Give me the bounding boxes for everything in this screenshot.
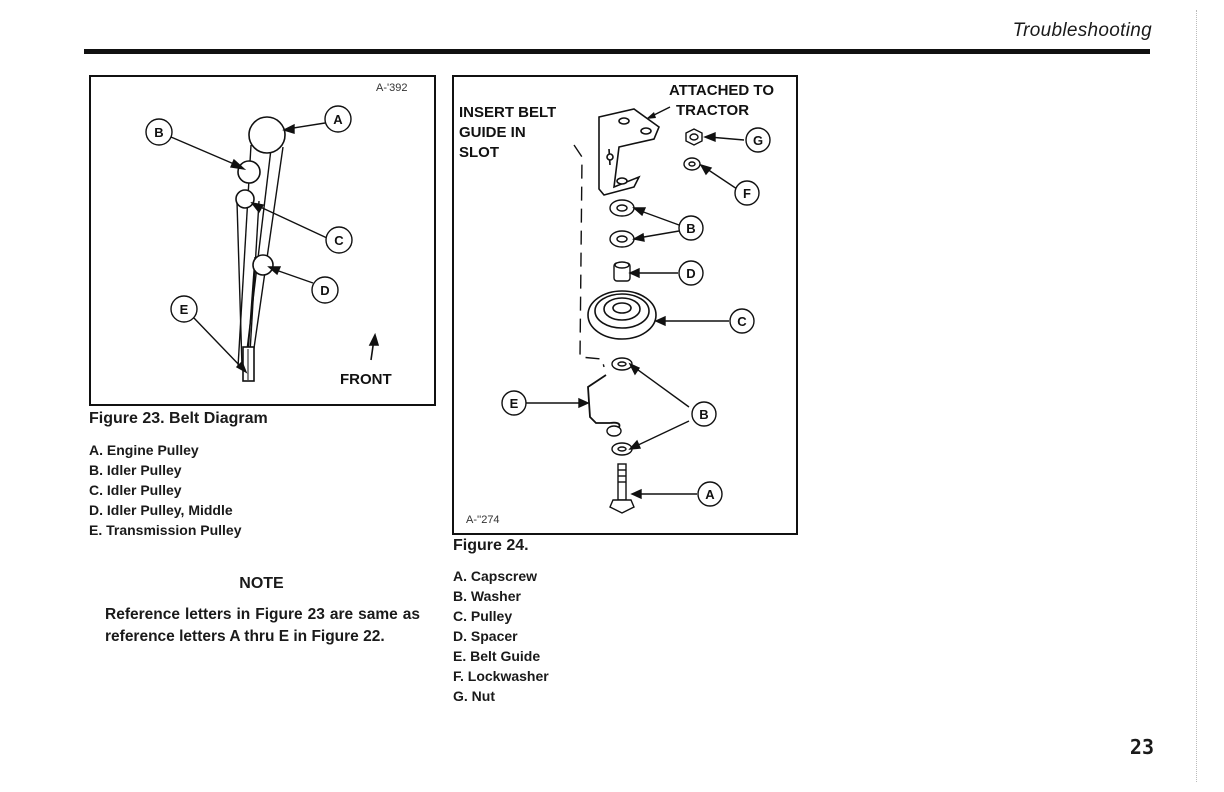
belt-diagram-illustration: A-'392: [145, 82, 407, 388]
svg-text:B: B: [154, 125, 163, 140]
header-rule: [84, 49, 1150, 54]
legend-item: D. Idler Pulley, Middle: [89, 502, 233, 518]
callout-c: C: [729, 308, 755, 334]
idler-pulley-b: [237, 160, 261, 184]
svg-text:G: G: [753, 133, 763, 148]
belt-guide-part: [587, 374, 621, 432]
svg-text:A: A: [333, 112, 343, 127]
figure-23-caption: Figure 23. Belt Diagram: [89, 410, 268, 427]
page-edge: [1196, 10, 1197, 782]
figure-23-legend: A. Engine Pulley B. Idler Pulley C. Idle…: [89, 440, 242, 540]
front-arrow-icon: [368, 332, 380, 361]
capscrew-part: [609, 463, 635, 514]
callout-e: E: [501, 390, 527, 416]
svg-text:B: B: [699, 407, 708, 422]
attached-label-line-1: ATTACHED TO: [669, 82, 774, 99]
page-number: 23: [1129, 735, 1154, 759]
callout-b: B: [145, 118, 173, 146]
attached-label-line-2: TRACTOR: [676, 102, 749, 119]
figure-24-caption: Figure 24.: [453, 537, 529, 554]
callout-b-lower: B: [691, 401, 717, 427]
callout-e: E: [170, 295, 198, 323]
callout-d: D: [311, 276, 339, 304]
exploded-view-illustration: INSERT BELT GUIDE IN SLOT ATTACHED TO TR…: [459, 82, 774, 526]
pulley-part: [587, 290, 657, 340]
svg-text:F: F: [743, 186, 751, 201]
washer-upper-parts: [609, 199, 635, 248]
svg-text:C: C: [334, 233, 344, 248]
legend-item: C. Pulley: [453, 608, 513, 624]
legend-item: F. Lockwasher: [453, 668, 549, 684]
leader-lines: [170, 122, 328, 374]
callout-a: A: [324, 105, 352, 133]
insert-label-line-3: SLOT: [459, 144, 499, 161]
engine-pulley: [248, 116, 286, 154]
lockwasher-part: [683, 157, 701, 171]
figure-24-legend: A. Capscrew B. Washer C. Pulley D. Space…: [453, 566, 549, 706]
nut-part: [685, 128, 703, 146]
note-title: NOTE: [239, 575, 284, 592]
legend-item: E. Belt Guide: [453, 648, 541, 664]
note-body: Reference letters in Figure 23 are same …: [105, 606, 420, 645]
legend-item: D. Spacer: [453, 628, 518, 644]
spacer-part: [613, 261, 631, 282]
idler-pulley-c: [235, 189, 255, 209]
front-label: FRONT: [340, 371, 392, 388]
legend-item: G. Nut: [453, 688, 495, 704]
legend-item: B. Idler Pulley: [89, 462, 182, 478]
leader-lines: [526, 131, 745, 500]
svg-text:D: D: [686, 266, 695, 281]
callout-c: C: [325, 226, 353, 254]
figure-23-code: A-'392: [376, 82, 407, 94]
legend-item: B. Washer: [453, 588, 521, 604]
callout-f: F: [734, 180, 760, 206]
insert-label-line-2: GUIDE IN: [459, 124, 526, 141]
tractor-bracket: [598, 108, 660, 196]
svg-text:C: C: [737, 314, 747, 329]
svg-text:D: D: [320, 283, 329, 298]
legend-item: A. Engine Pulley: [89, 442, 199, 458]
idler-pulley-middle: [252, 254, 274, 276]
insert-label-line-1: INSERT BELT: [459, 104, 556, 121]
legend-item: C. Idler Pulley: [89, 482, 182, 498]
svg-text:A: A: [705, 487, 715, 502]
svg-text:E: E: [180, 302, 189, 317]
callout-b-upper: B: [678, 215, 704, 241]
callout-a: A: [697, 481, 723, 507]
legend-item: A. Capscrew: [453, 568, 538, 584]
washer-lower-parts: [611, 357, 633, 456]
svg-text:B: B: [686, 221, 695, 236]
svg-text:E: E: [510, 396, 519, 411]
figure-24-exploded-view: INSERT BELT GUIDE IN SLOT ATTACHED TO TR…: [452, 75, 798, 535]
figure-24-code: A-''274: [466, 514, 500, 526]
figure-23-belt-diagram: A-'392: [89, 75, 436, 406]
assembly-dashed-line: [573, 144, 605, 368]
callout-g: G: [745, 127, 771, 153]
callout-d: D: [678, 260, 704, 286]
legend-item: E. Transmission Pulley: [89, 522, 242, 538]
section-title: Troubleshooting: [1012, 20, 1152, 41]
